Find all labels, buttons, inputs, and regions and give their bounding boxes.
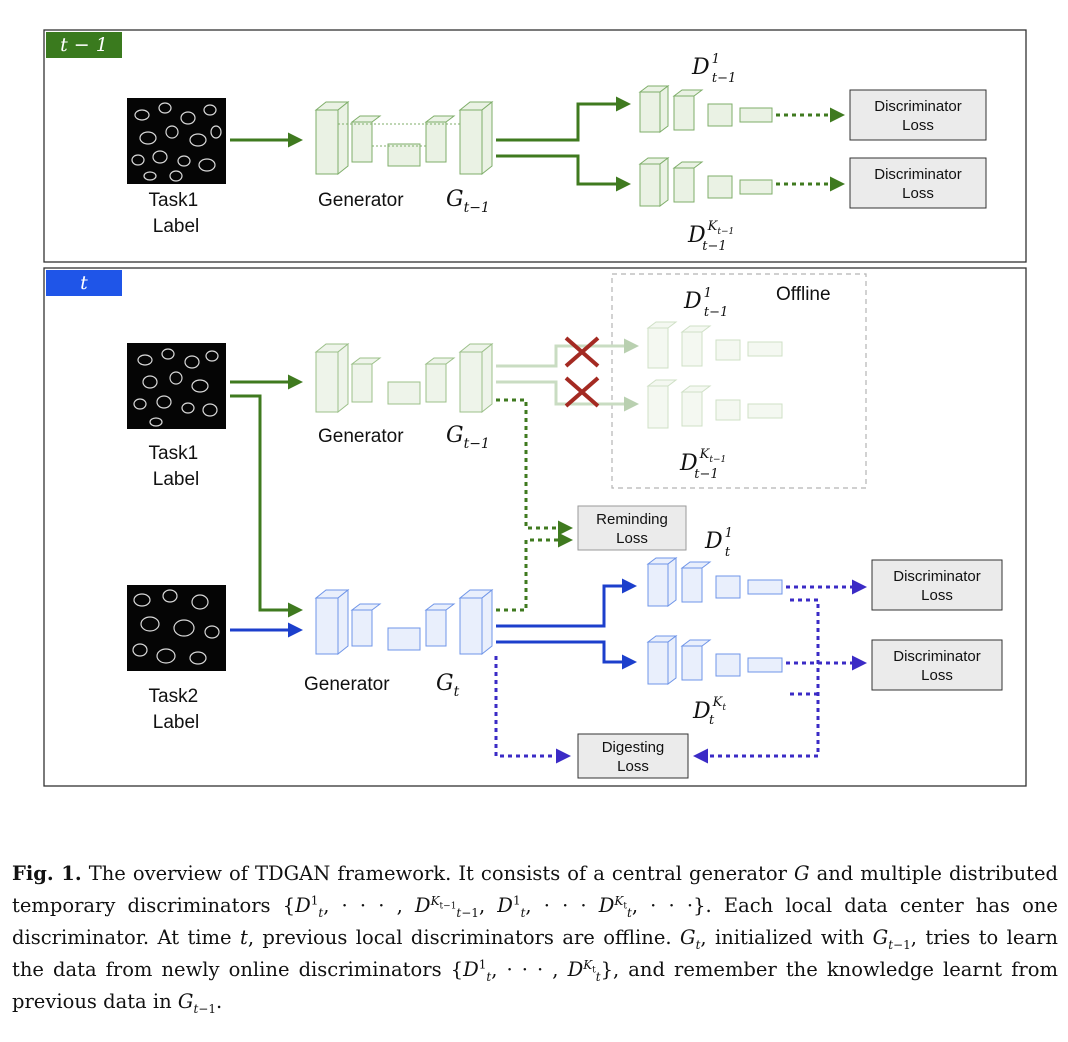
generator-label-curr: Generator: [304, 674, 390, 695]
generator-prev-skips: [338, 123, 460, 147]
arrow-gen-to-DK-offline: [496, 380, 639, 412]
offline-label: Offline: [776, 284, 831, 305]
arrow-gen-to-DK-prev: [496, 154, 631, 192]
G-prev-math: Gt−1: [446, 187, 490, 216]
arrow-task1-to-gen-curr: [230, 394, 303, 618]
discriminator-DK-curr-net: [646, 635, 783, 685]
task2-label-image: [127, 585, 226, 671]
arrow-discs-to-digesting: [693, 598, 820, 764]
panel-prev-frame: [43, 29, 1027, 263]
generator-label-prev-in-t: Generator: [318, 426, 404, 447]
cross-mark-1: [564, 336, 600, 368]
panel-prev-tag: [46, 32, 122, 58]
arrow-gen-to-D1-prev: [496, 96, 631, 142]
generator-prev-net: [314, 100, 494, 176]
figure-caption: Fig. 1. The overview of TDGAN framework.…: [12, 862, 1058, 1016]
arrow-gen-curr-to-D1: [496, 578, 637, 628]
discriminator-DK-offline-net: [646, 379, 783, 429]
panel-prev-tag-text: t − 1: [60, 34, 108, 56]
arrow-gen-curr-to-digesting: [494, 656, 571, 764]
generator-curr-net: [314, 588, 494, 656]
offline-region: [611, 273, 867, 489]
task1-label-curr: Task1 Label: [149, 443, 204, 490]
arrow-gen-curr-to-reminding: [496, 532, 573, 612]
task1-label-image-curr: [127, 343, 226, 429]
caption-fig-label: Fig. 1.: [12, 862, 82, 885]
arrow-gen-curr-to-DK: [496, 640, 637, 670]
generator-label-prev: Generator: [318, 190, 404, 211]
discriminator-D1-curr-net: [646, 557, 783, 607]
cross-mark-2: [564, 376, 600, 408]
discriminator-DK-prev-net: [638, 157, 773, 207]
panel-curr-tag: [46, 270, 122, 296]
task1-label-prev: Task1 Label: [149, 190, 204, 237]
G-prev-math-in-t: Gt−1: [446, 423, 490, 452]
task1-label-image-prev: [127, 98, 226, 184]
panel-curr-tag-text: t: [80, 272, 88, 294]
arrow-gen-prev-to-reminding: [496, 398, 573, 536]
discriminator-D1-prev-net: [638, 85, 773, 133]
tdgan-diagram: t − 1 Task1 Label Generator Gt−1: [43, 29, 1027, 787]
generator-prev-net-in-t: [314, 342, 494, 414]
discriminator-D1-offline-net: [646, 321, 783, 369]
arrow-gen-to-D1-offline: [496, 338, 639, 368]
G-curr-math: Gt: [436, 671, 460, 700]
task2-label: Task2 Label: [149, 686, 204, 733]
panel-curr-frame: [43, 267, 1027, 787]
